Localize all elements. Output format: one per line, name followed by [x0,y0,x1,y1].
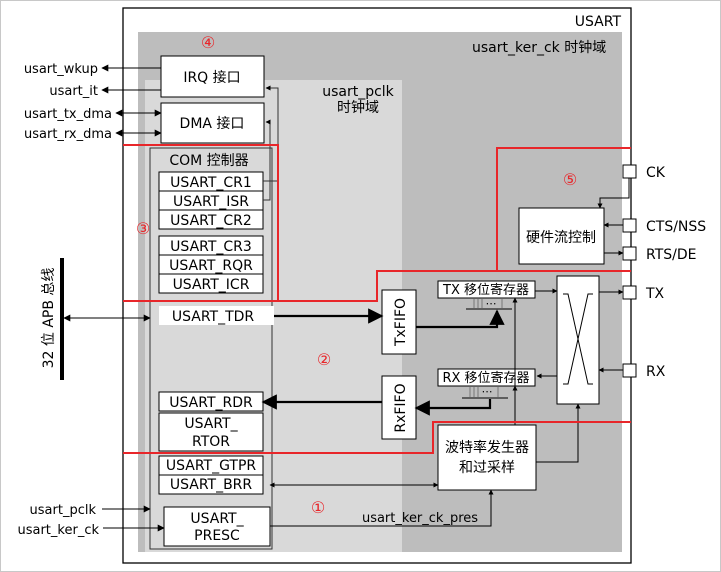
rx-shift-label: RX 移位寄存器 [442,370,529,386]
reg-presc-2: PRESC [194,528,240,544]
apb-bus-label: 32 位 APB 总线 [41,268,57,369]
dma-interface-label: DMA 接口 [180,115,245,132]
tx-fifo-label: TxFIFO [393,298,409,347]
reg-presc-1: USART_ [190,511,244,527]
ker-ck-pres-label: usart_ker_ck_pres [362,511,478,526]
reg-gtpr: USART_GTPR [166,458,257,474]
signal-rx-dma: usart_rx_dma [24,127,112,142]
com-controller-label: COM 控制器 [169,153,248,169]
ker-domain-label: usart_ker_ck 时钟域 [472,39,606,56]
signal-ker-ck: usart_ker_ck [17,523,99,538]
reg-tdr: USART_TDR [172,309,255,325]
reg-rdr: USART_RDR [169,395,253,411]
dma-feedback-line [263,119,271,201]
reg-presc-box [163,506,271,547]
marker-2: ② [317,350,331,369]
tx-shift-register [437,280,536,299]
reg-rtor-box [158,412,264,452]
reg-icr: USART_ICR [173,277,250,293]
baud-label-2: 和过采样 [459,460,515,476]
pin-squares [622,164,637,378]
baud-label-1: 波特率发生器 [445,439,529,456]
reg-cr2: USART_CR2 [170,213,252,229]
signal-it: usart_it [49,84,98,99]
tx-bit-arrows [473,299,503,308]
tx-shift-label: TX 移位寄存器 [442,282,529,298]
reg-tdr-box [159,306,274,325]
tx-bit-dots: ⋯ [486,297,497,310]
marker-3: ③ [136,219,150,238]
crossbar-line-b [563,293,593,385]
usart-title: USART [575,14,622,30]
pin-tx: TX [645,286,665,302]
marker-4: ④ [201,33,215,52]
reg-rqr: USART_RQR [169,258,253,274]
register-group-1 [158,171,264,230]
marker-5: ⑤ [563,170,577,189]
reg-rtor-1: USART_ [184,416,238,432]
rx-fifo-label: RxFIFO [393,383,409,432]
signal-pclk: usart_pclk [30,503,97,518]
rx-bit-dots: ⋯ [482,385,493,398]
reg-cr1: USART_CR1 [170,175,252,191]
reg-brr: USART_BRR [170,477,253,493]
left-signal-arrows [101,64,165,532]
signal-wkup: usart_wkup [24,62,98,77]
dma-interface [160,102,265,144]
irq-interface [160,55,265,98]
marker-1: ① [311,498,325,517]
rx-bit-arrows [469,387,499,397]
reg-rtor-2: RTOR [192,434,230,450]
hw-flow-control [518,207,605,265]
pin-ck: CK [646,165,666,181]
pclk-domain-label-2: 时钟域 [337,99,379,116]
irq-interface-label: IRQ 接口 [183,69,240,86]
data-path-lines [261,178,630,527]
register-group-2 [158,235,264,294]
pin-rx: RX [646,364,666,380]
hw-flow-label: 硬件流控制 [526,230,596,246]
pclk-domain-label-1: usart_pclk [322,84,394,100]
highlight-boundaries [123,144,631,454]
pin-rts: RTS/DE [646,247,697,263]
baud-rate-generator [437,424,537,491]
pin-cts: CTS/NSS [646,219,706,235]
signal-tx-dma: usart_tx_dma [24,107,112,122]
rx-shift-register [437,368,536,387]
reg-isr: USART_ISR [173,194,249,210]
reg-cr3: USART_CR3 [170,239,252,255]
